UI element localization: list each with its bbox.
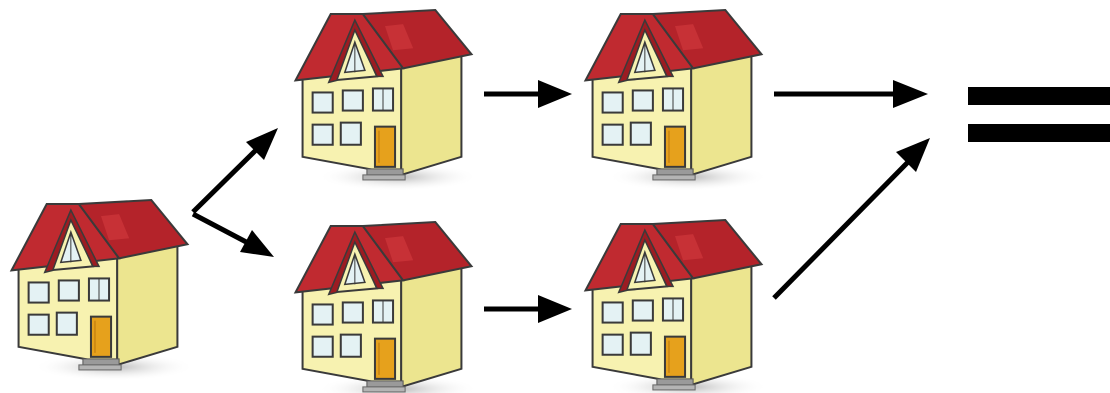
equals-sign-icon [968,87,1110,142]
house-icon [296,222,479,393]
arrow-icon [484,295,572,323]
arrow-icon [193,128,278,212]
house-icon [586,220,769,393]
house-icon [12,200,195,381]
arrow-icon [774,80,928,108]
house-icon [296,10,479,191]
arrow-icon [193,214,274,257]
arrow-icon [484,80,572,108]
arrow-icon [774,138,930,298]
house-icon [586,10,769,191]
